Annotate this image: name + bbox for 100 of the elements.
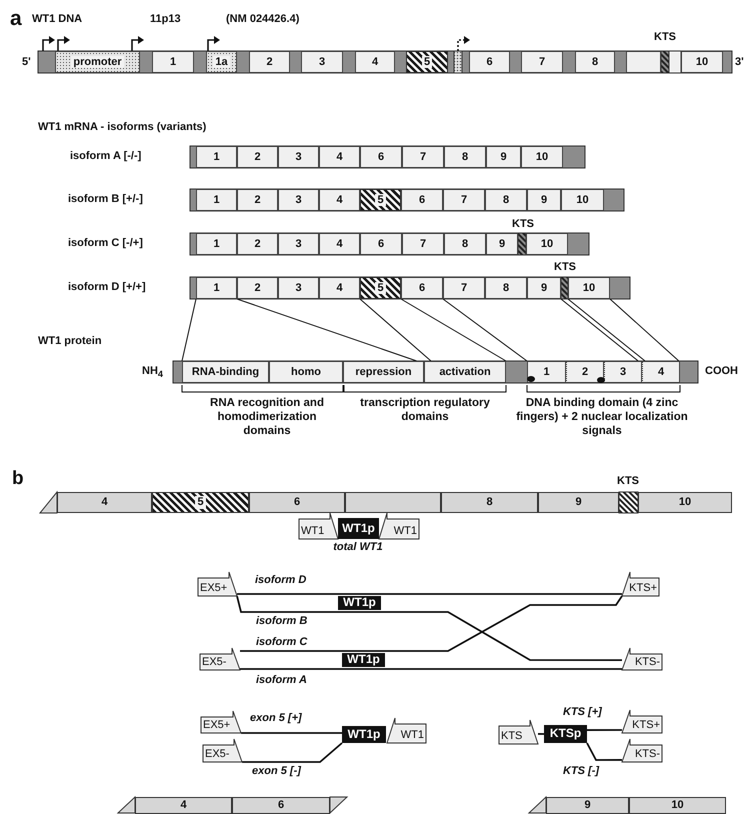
probe-box — [338, 596, 381, 610]
exon-number: 3 — [295, 282, 302, 294]
exon-box — [401, 277, 443, 299]
exon-number: 7 — [420, 238, 426, 250]
mapping-line — [182, 298, 196, 362]
exon-box — [406, 51, 448, 73]
exon-box — [444, 233, 486, 255]
exon-box — [249, 492, 345, 513]
exon-number: 8 — [502, 194, 510, 206]
zinc-finger-number: 3 — [620, 366, 626, 378]
edge-label: KTS [+] — [563, 706, 602, 720]
exon-box — [319, 189, 360, 211]
exon-box — [486, 233, 518, 255]
exon-number: 4 — [336, 194, 343, 206]
primer-flag — [299, 513, 338, 539]
strand-end-label: 3' — [735, 56, 744, 70]
exon-box — [278, 233, 319, 255]
primer-flag — [203, 739, 242, 762]
motif-label: KTS — [653, 31, 677, 44]
exon-box — [319, 146, 360, 168]
exon-box — [249, 51, 290, 73]
exon-number: 7 — [460, 194, 468, 206]
exon-box — [486, 146, 521, 168]
exon-box — [360, 233, 402, 255]
zinc-finger-number: 2 — [582, 366, 588, 378]
exon-box — [521, 51, 563, 73]
zinc-finger-box — [566, 361, 604, 383]
exon-box — [278, 189, 319, 211]
domain-label: activation — [439, 366, 491, 378]
exon-box — [237, 277, 278, 299]
exon-number: 10 — [576, 194, 589, 206]
exon-number: 5 — [422, 56, 432, 68]
exon-box — [402, 146, 444, 168]
exon-number: 10 — [536, 150, 548, 164]
zinc-finger-box — [642, 361, 680, 383]
mapping-line — [442, 298, 528, 362]
primer-flag — [499, 720, 538, 744]
probe-label: WT1p — [342, 522, 375, 536]
primer-label: EX5+ — [203, 718, 230, 731]
probe-label: KTSp — [550, 727, 582, 741]
protein-domain-box — [269, 361, 343, 383]
probe-box — [342, 653, 385, 667]
probe-label: WT1p — [347, 653, 380, 667]
region-label: 1a — [213, 56, 230, 68]
exon-box — [568, 277, 610, 299]
primer-flag — [387, 718, 426, 743]
exon-box — [360, 189, 401, 211]
strand-end-label: 5' — [22, 56, 31, 70]
exon-box — [527, 277, 561, 299]
exon-number: 4 — [336, 282, 343, 294]
transcript-line — [587, 729, 622, 731]
exon-box — [345, 492, 441, 513]
transcript-line — [538, 733, 544, 735]
exon-box — [469, 51, 510, 73]
probe-box — [338, 518, 379, 539]
mapping-line — [560, 298, 639, 362]
exon-number: 6 — [418, 194, 426, 206]
exon-box — [301, 51, 343, 73]
primer-flag — [622, 648, 662, 670]
primer-flag — [622, 710, 662, 733]
protein-domain-box — [182, 361, 269, 383]
exon-box — [196, 189, 237, 211]
exon-number: 2 — [266, 56, 273, 68]
domain-group-label: transcription regulatory domains — [359, 397, 491, 425]
primer-label: KTS- — [634, 748, 660, 760]
exon-number: 4 — [336, 150, 343, 164]
exon-number: 4 — [336, 238, 343, 250]
terminus-label: COOH — [705, 365, 738, 378]
exon-number: 5 — [375, 282, 386, 294]
primer-label: KTS — [501, 730, 522, 742]
exon-number: 3 — [295, 238, 302, 250]
exon-box — [152, 51, 194, 73]
exon-box — [402, 233, 444, 255]
exon-number: 2 — [254, 282, 261, 294]
panel-letter: b — [12, 468, 24, 491]
zinc-finger-box — [527, 361, 566, 383]
exon-box — [575, 51, 615, 73]
exon-box — [401, 189, 443, 211]
exon-number: 1 — [213, 238, 220, 250]
exon-number: 8 — [502, 282, 510, 294]
mapping-line — [360, 298, 432, 362]
exon-number: 8 — [592, 56, 598, 68]
domain-label: RNA-binding — [192, 366, 260, 378]
exon-box — [278, 146, 319, 168]
exon-number: 9 — [498, 238, 506, 250]
region-label: promoter — [71, 56, 124, 68]
primer-label: WT1 — [394, 524, 417, 537]
exon-number: 7 — [460, 282, 468, 294]
exon-box — [638, 492, 732, 513]
exon-box — [360, 146, 402, 168]
primer-label: EX5+ — [200, 582, 228, 594]
primer-label: EX5- — [202, 656, 226, 668]
domain-label: homo — [291, 366, 321, 378]
probe-box — [544, 725, 587, 743]
mapping-line — [400, 298, 506, 362]
isoform-label: isoform D [+/+] — [68, 281, 146, 294]
protein-domain-box — [424, 361, 506, 383]
panel-letter: a — [10, 6, 22, 32]
exon-box — [561, 189, 604, 211]
exon-box — [237, 146, 278, 168]
